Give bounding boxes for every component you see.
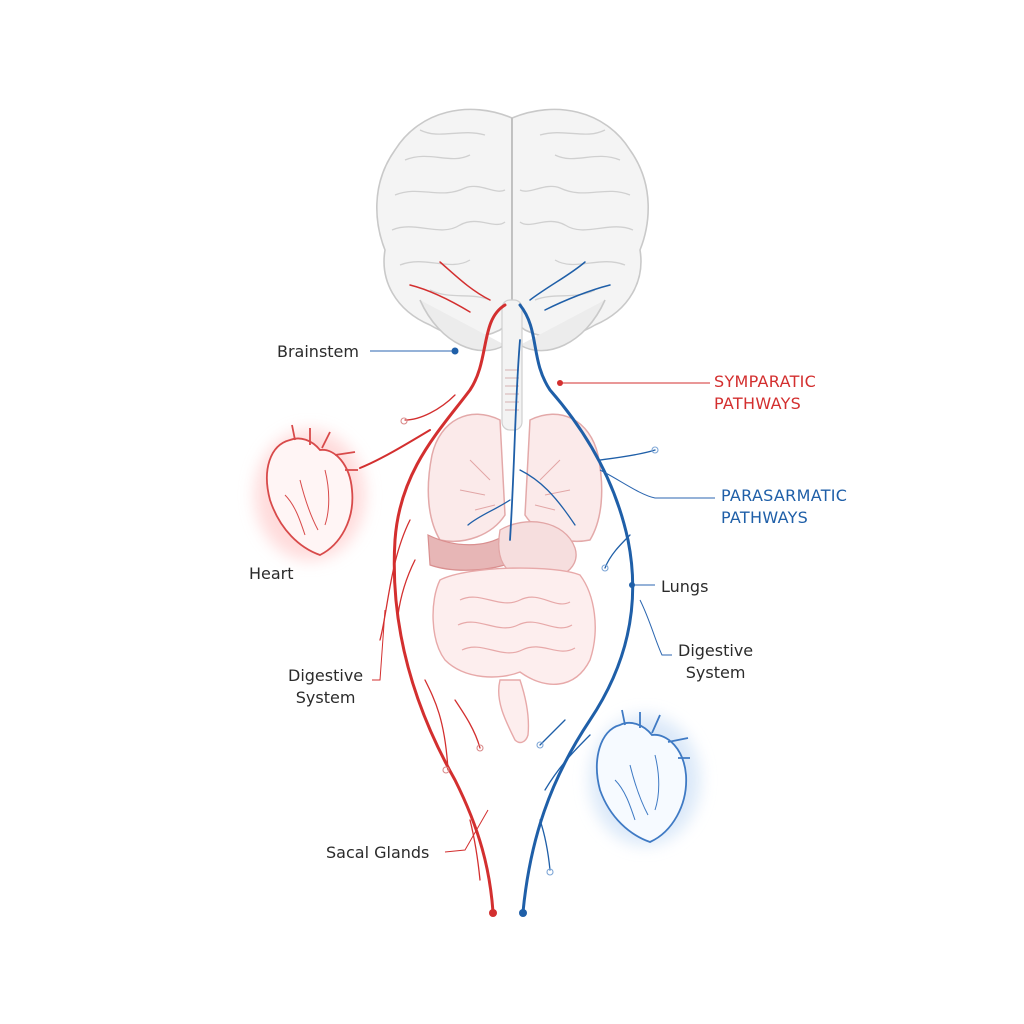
sympathetic-pathways bbox=[359, 261, 507, 914]
sympathetic-nerve-ends bbox=[400, 417, 484, 774]
label-digestive-right-line2: System bbox=[685, 663, 746, 682]
label-parasympathetic-line2: PATHWAYS bbox=[721, 508, 809, 527]
label-digestive-left-line2: System bbox=[295, 688, 356, 707]
heart-illustration-right bbox=[590, 709, 700, 845]
label-sacral-glands: Sacal Glands bbox=[326, 843, 430, 862]
label-lungs: Lungs bbox=[661, 577, 709, 596]
label-digestive-system-right: Digestive System bbox=[678, 640, 753, 684]
label-digestive-left-line1: Digestive bbox=[288, 666, 364, 685]
lungs-illustration bbox=[427, 413, 603, 542]
intestines-illustration bbox=[432, 567, 596, 744]
lungs-leader-dot bbox=[629, 582, 635, 588]
parasympathetic-nerve-ends bbox=[536, 446, 659, 876]
parasympathetic-terminal-dot bbox=[519, 909, 527, 917]
label-sympathetic-line2: PATHWAYS bbox=[714, 394, 802, 413]
heart-illustration-left bbox=[255, 424, 365, 560]
label-parasympathetic-pathways: PARASARMATIC PATHWAYS bbox=[721, 485, 847, 529]
label-parasympathetic-line1: PARASARMATIC bbox=[721, 486, 848, 505]
label-heart: Heart bbox=[249, 564, 294, 583]
leader-lines bbox=[370, 350, 715, 853]
label-digestive-right-line1: Digestive bbox=[678, 641, 754, 660]
parasympathetic-pathways bbox=[467, 261, 656, 914]
brain-illustration bbox=[376, 108, 649, 352]
label-brainstem: Brainstem bbox=[277, 342, 359, 361]
brainstem-leader-dot bbox=[451, 347, 459, 355]
sympathetic-leader-dot bbox=[557, 380, 563, 386]
sympathetic-terminal-dot bbox=[489, 909, 497, 917]
label-sympathetic-pathways: SYMPARATIC PATHWAYS bbox=[714, 371, 816, 415]
label-sympathetic-line1: SYMPARATIC bbox=[714, 372, 817, 391]
label-digestive-system-left: Digestive System bbox=[288, 665, 363, 709]
liver-stomach-illustration bbox=[427, 521, 577, 581]
